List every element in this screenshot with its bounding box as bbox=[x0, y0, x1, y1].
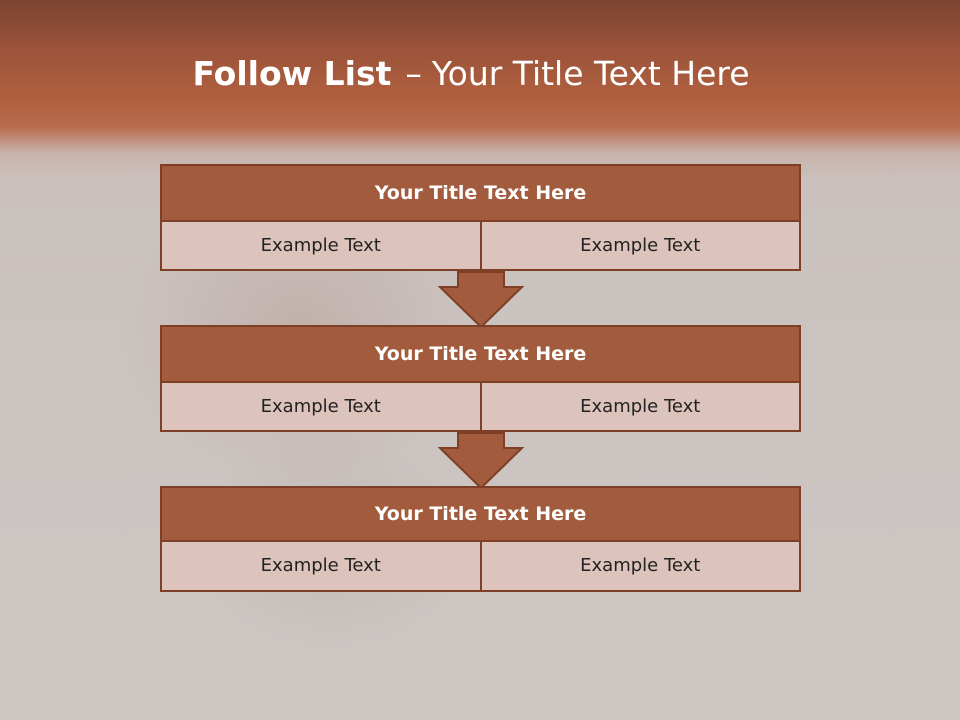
follow-block-2: Your Title Text Here Example Text Exampl… bbox=[160, 325, 801, 432]
block-cell-right: Example Text bbox=[479, 383, 799, 430]
slide-title-bold: Follow List bbox=[192, 54, 392, 93]
block-cell-left: Example Text bbox=[162, 383, 480, 430]
slide-title-separator: – bbox=[405, 54, 422, 93]
block-cell-left: Example Text bbox=[162, 542, 480, 590]
follow-block-1: Your Title Text Here Example Text Exampl… bbox=[160, 164, 801, 271]
slide-title: Follow List–Your Title Text Here bbox=[0, 54, 942, 93]
block-cell-right: Example Text bbox=[479, 542, 799, 590]
block-title: Your Title Text Here bbox=[160, 325, 801, 383]
block-cell-left: Example Text bbox=[162, 222, 480, 269]
slide-title-rest: Your Title Text Here bbox=[431, 54, 750, 93]
header-band bbox=[0, 0, 960, 180]
block-row: Example Text Example Text bbox=[160, 222, 801, 271]
down-arrow-icon bbox=[438, 271, 524, 329]
follow-block-3: Your Title Text Here Example Text Exampl… bbox=[160, 486, 801, 592]
block-title: Your Title Text Here bbox=[160, 486, 801, 542]
block-row: Example Text Example Text bbox=[160, 542, 801, 592]
block-cell-right: Example Text bbox=[479, 222, 799, 269]
down-arrow-icon bbox=[438, 432, 524, 490]
block-row: Example Text Example Text bbox=[160, 383, 801, 432]
block-title: Your Title Text Here bbox=[160, 164, 801, 222]
